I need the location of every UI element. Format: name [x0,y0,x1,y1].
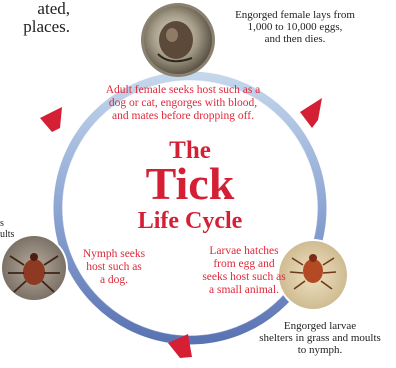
engorged-caption-line-2: shelters in grass and moults [246,332,394,344]
larvae-caption-line-2: from egg and [194,258,294,271]
nymph-caption-line-2: host such as [74,261,154,274]
engorged-larvae-caption: Engorged larvae shelters in grass and mo… [246,320,394,356]
eggs-caption-line-1: Engorged female lays from [210,9,380,21]
eggs-caption-line-2: 1,000 to 10,000 eggs, [210,21,380,33]
nymph-caption-line-3: a dog. [74,274,154,287]
left-fragment-line-1: s [0,218,14,229]
egg-photo-icon [141,3,215,77]
adult-caption: Adult female seeks host such as a dog or… [88,84,278,123]
engorged-caption-line-3: to nymph. [246,344,394,356]
larvae-caption-line-1: Larvae hatches [194,245,294,258]
eggs-caption-line-3: and then dies. [210,33,380,45]
title-life-cycle: Life Cycle [110,208,270,234]
eggs-caption: Engorged female lays from 1,000 to 10,00… [210,9,380,45]
larvae-caption: Larvae hatches from egg and seeks host s… [194,245,294,297]
engorged-caption-line-1: Engorged larvae [246,320,394,332]
title-tick: Tick [110,161,270,207]
nymph-caption: Nymph seeks host such as a dog. [74,248,154,287]
adult-caption-line-2: dog or cat, engorges with blood, [88,97,278,110]
adult-caption-line-1: Adult female seeks host such as a [88,84,278,97]
adult-caption-line-3: and mates before dropping off. [88,110,278,123]
left-fragment-line-2: ults [0,229,14,240]
larvae-caption-line-3: seeks host such as [194,271,294,284]
nymph-caption-line-1: Nymph seeks [74,248,154,261]
arrow-icon [300,98,322,128]
larvae-caption-line-4: a small animal. [194,284,294,297]
arrow-icon [40,107,62,132]
left-edge-fragment: s ults [0,218,14,240]
nymph-photo-icon [0,234,68,302]
